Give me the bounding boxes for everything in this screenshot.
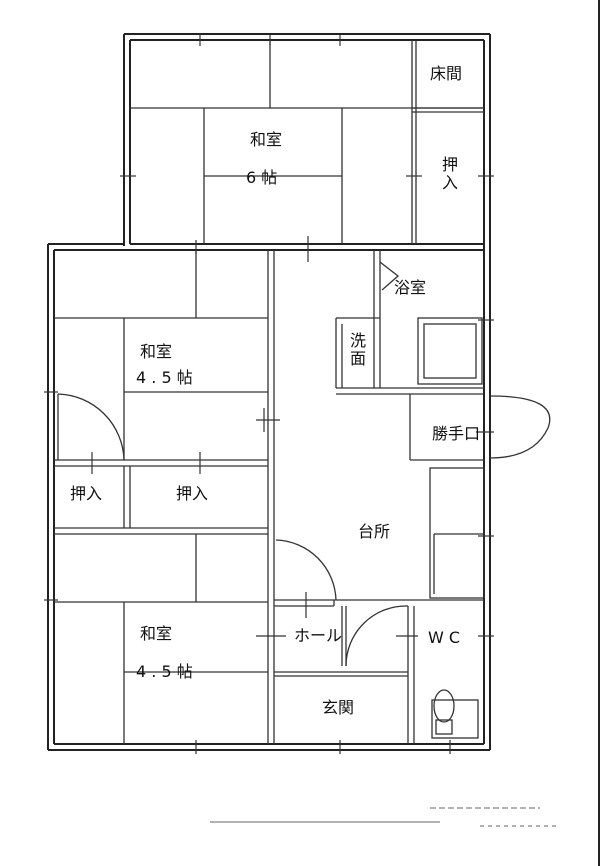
room-size-washitsu-6: 6 帖 xyxy=(246,168,278,187)
room-label-washitsu-45-b: 和室 xyxy=(140,624,173,643)
room-label-hall: ホール xyxy=(294,626,343,645)
room-label-oshiire-left: 押入 xyxy=(70,484,103,503)
room-label-washitsu-6: 和室 xyxy=(250,130,283,149)
room-label-oshiire-mid: 押入 xyxy=(176,484,209,503)
room-label-senmen: 洗面 xyxy=(347,332,366,368)
room-label-oshiire-top: 押入 xyxy=(439,156,458,192)
room-size-washitsu-45-a: 4 . 5 帖 xyxy=(136,368,193,387)
room-label-daidokoro: 台所 xyxy=(358,522,391,541)
room-label-tokonoma: 床間 xyxy=(430,64,463,83)
scan-edge xyxy=(598,0,600,866)
room-label-genkan: 玄関 xyxy=(322,698,355,717)
room-label-washitsu-45-a: 和室 xyxy=(140,342,173,361)
room-label-wc: W C xyxy=(428,628,461,647)
room-label-katteguchi: 勝手口 xyxy=(432,424,481,443)
room-label-yokushitsu: 浴室 xyxy=(394,278,427,297)
room-size-washitsu-45-b: 4 . 5 帖 xyxy=(136,662,193,681)
